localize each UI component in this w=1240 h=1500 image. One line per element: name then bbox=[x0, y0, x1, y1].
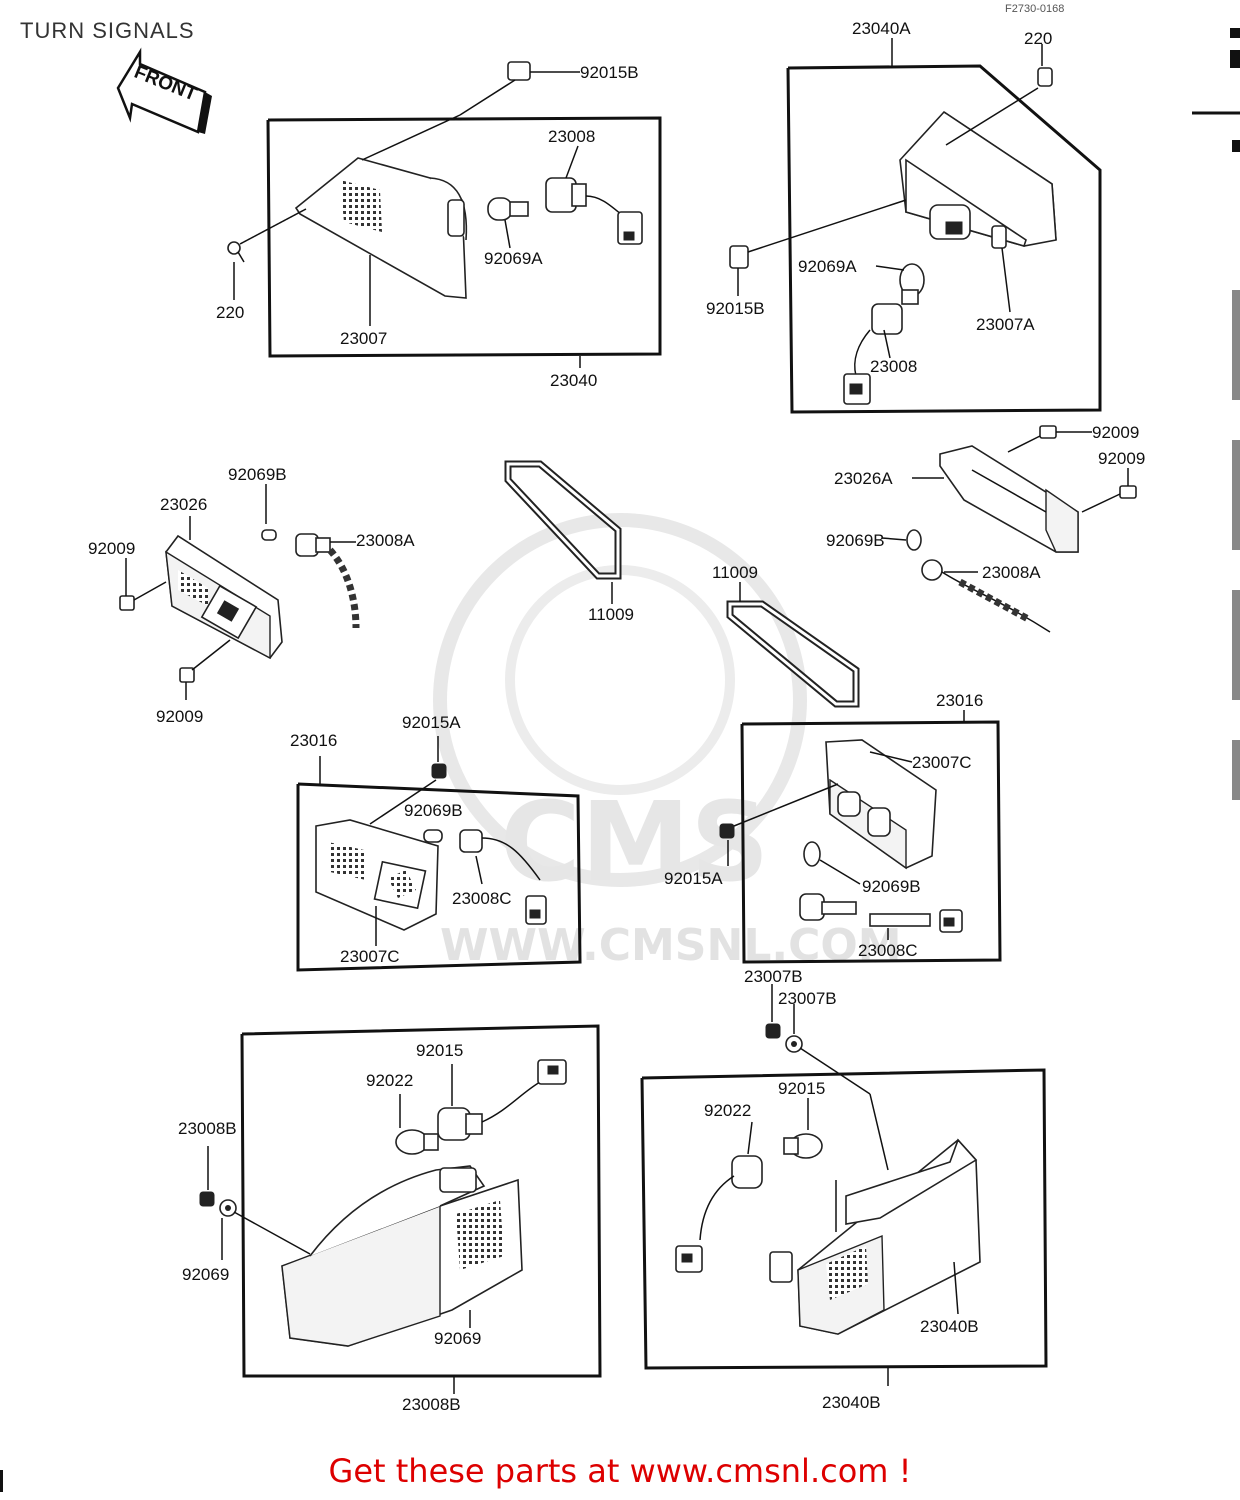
label-11009-b: 11009 bbox=[712, 563, 758, 582]
label-23007b-b: 23040B bbox=[920, 1317, 979, 1336]
label-23007c-a: 23007C bbox=[340, 947, 400, 966]
label-92069b-a: 92069B bbox=[826, 531, 885, 550]
turn-signal-assembly-23016-left bbox=[296, 736, 582, 972]
label-23040b-b: 23040B bbox=[822, 1393, 881, 1412]
label-92015-a: 23008B bbox=[178, 1119, 237, 1138]
gasket-11009-a bbox=[504, 460, 622, 604]
label-23008a-a: 23008A bbox=[982, 563, 1041, 582]
label-92069-b: 92015 bbox=[778, 1079, 825, 1098]
label-23040a: 23040A bbox=[852, 19, 911, 38]
label-23008-b: 23008 bbox=[870, 357, 917, 376]
label-92009-a: 92009 bbox=[1092, 423, 1139, 442]
label-92022-a: 92069 bbox=[182, 1265, 229, 1284]
front-direction-arrow: FRONT bbox=[116, 47, 212, 134]
right-edge-fragment bbox=[1192, 28, 1240, 800]
page-title: TURN SIGNALS bbox=[20, 18, 195, 43]
turn-signal-assembly-23040b-left bbox=[199, 1024, 602, 1394]
label-92069-a: 92022 bbox=[366, 1071, 413, 1090]
cmsnl-parts-link[interactable]: Get these parts at www.cmsnl.com ! bbox=[328, 1452, 912, 1490]
label-23040: 23040 bbox=[550, 371, 597, 390]
label-23007b-a: 92069 bbox=[434, 1329, 481, 1348]
turn-signal-assembly-23016-right bbox=[719, 710, 1002, 964]
label-23008b-b: 92022 bbox=[704, 1101, 751, 1120]
label-92069b-c: 92069B bbox=[404, 801, 463, 820]
label-23008b-a: 92015 bbox=[416, 1041, 463, 1060]
label-23008a-b: 23008A bbox=[356, 531, 415, 550]
label-92015b-a: 92015B bbox=[580, 63, 639, 82]
label-92015-b: 23007B bbox=[744, 967, 803, 986]
label-23008-a: 23008 bbox=[548, 127, 595, 146]
label-23007: 23007 bbox=[340, 329, 387, 348]
label-92069a-a: 92069A bbox=[484, 249, 543, 268]
label-220-a: 220 bbox=[216, 303, 244, 322]
reflector-housing-23026a bbox=[881, 425, 1137, 633]
label-11009-a: 11009 bbox=[588, 605, 634, 624]
turn-signal-assembly-23040b-right bbox=[640, 984, 1048, 1386]
turn-signal-assembly-23040 bbox=[227, 61, 662, 368]
turn-signal-assembly-23040a bbox=[729, 38, 1102, 414]
gasket-11009-b bbox=[726, 582, 860, 708]
label-23016-a: 23016 bbox=[290, 731, 337, 750]
label-92069a-b: 92069A bbox=[798, 257, 857, 276]
label-220-b: 220 bbox=[1024, 29, 1052, 48]
label-92009-d: 92009 bbox=[156, 707, 203, 726]
label-92022-b: 23007B bbox=[778, 989, 837, 1008]
label-23016-b: 23016 bbox=[936, 691, 983, 710]
page-edge-mark bbox=[0, 1470, 3, 1492]
label-23026a: 23026A bbox=[834, 469, 893, 488]
reflector-housing-23026 bbox=[119, 484, 360, 700]
label-23026: 23026 bbox=[160, 495, 207, 514]
label-92009-b: 92009 bbox=[1098, 449, 1145, 468]
label-92069b-b: 92069B bbox=[228, 465, 287, 484]
label-92015a-b: 92015A bbox=[664, 869, 723, 888]
label-92015a-a: 92015A bbox=[402, 713, 461, 732]
label-92069b-d: 92069B bbox=[862, 877, 921, 896]
label-23040b-a: 23008B bbox=[402, 1395, 461, 1414]
label-23007c-b: 23007C bbox=[912, 753, 972, 772]
watermark-logo: CMS bbox=[500, 778, 769, 906]
drawing-code: F2730-0168 bbox=[1005, 3, 1064, 15]
label-23008c-a: 23008C bbox=[452, 889, 512, 908]
label-23007a: 23007A bbox=[976, 315, 1035, 334]
label-92009-c: 92009 bbox=[88, 539, 135, 558]
label-23008c-b: 23008C bbox=[858, 941, 918, 960]
label-92015b-b: 92015B bbox=[706, 299, 765, 318]
